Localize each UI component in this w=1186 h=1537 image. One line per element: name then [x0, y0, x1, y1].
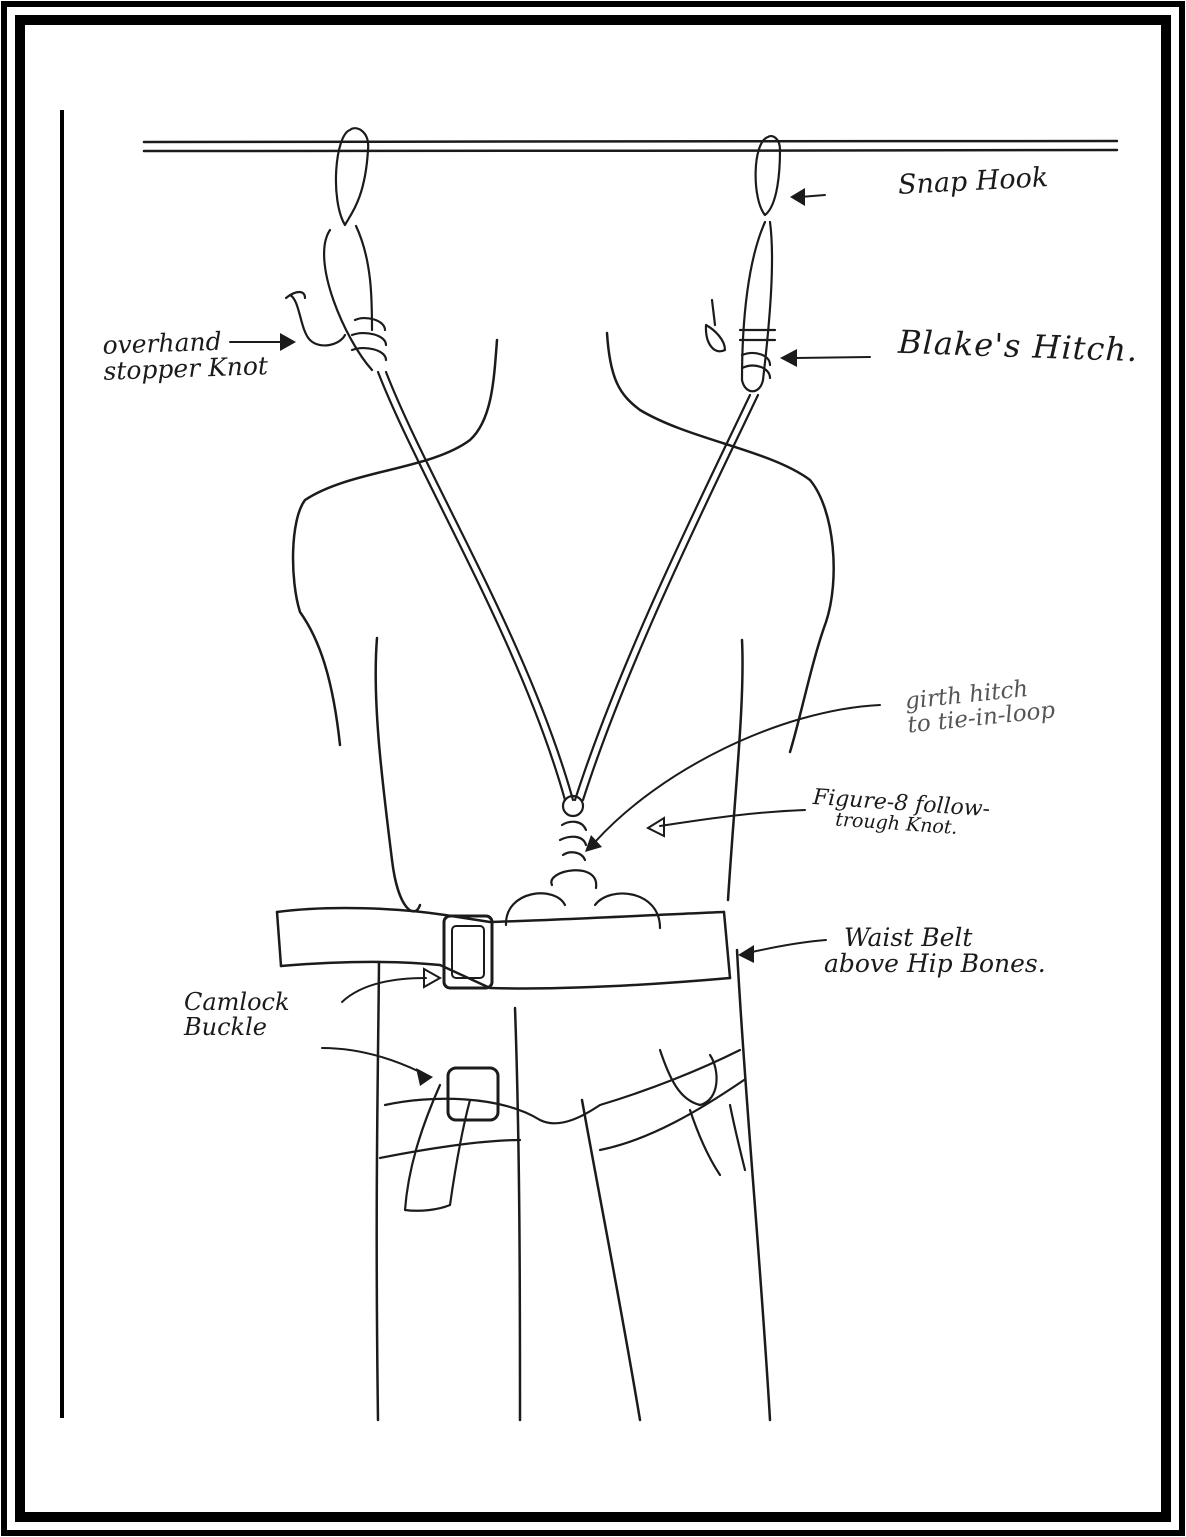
label-blakes-hitch-text: Blake's Hitch. [897, 326, 1138, 368]
leg-loops [380, 1050, 745, 1211]
label-waist-line1: Waist Belt [824, 925, 1046, 951]
label-arrows [230, 188, 880, 1086]
label-camlock-buckle: Camlock Buckle [184, 990, 290, 1040]
left-tether [286, 128, 573, 800]
label-overhand-line2: stopper Knot [103, 353, 268, 385]
label-waist-belt: Waist Belt above Hip Bones. [824, 925, 1046, 978]
right-tether [575, 136, 780, 800]
label-camlock-line1: Camlock [184, 990, 290, 1015]
label-overhand-stopper-knot: overhand stopper Knot [102, 327, 268, 385]
overhead-rope [144, 141, 1117, 151]
tie-in-knots [506, 796, 660, 928]
waist-belt [277, 908, 730, 988]
label-waist-line2: above Hip Bones. [824, 951, 1046, 977]
label-camlock-line2: Buckle [184, 1015, 290, 1040]
label-blakes-hitch: Blake's Hitch. [897, 326, 1138, 368]
body-outline [293, 333, 834, 1420]
